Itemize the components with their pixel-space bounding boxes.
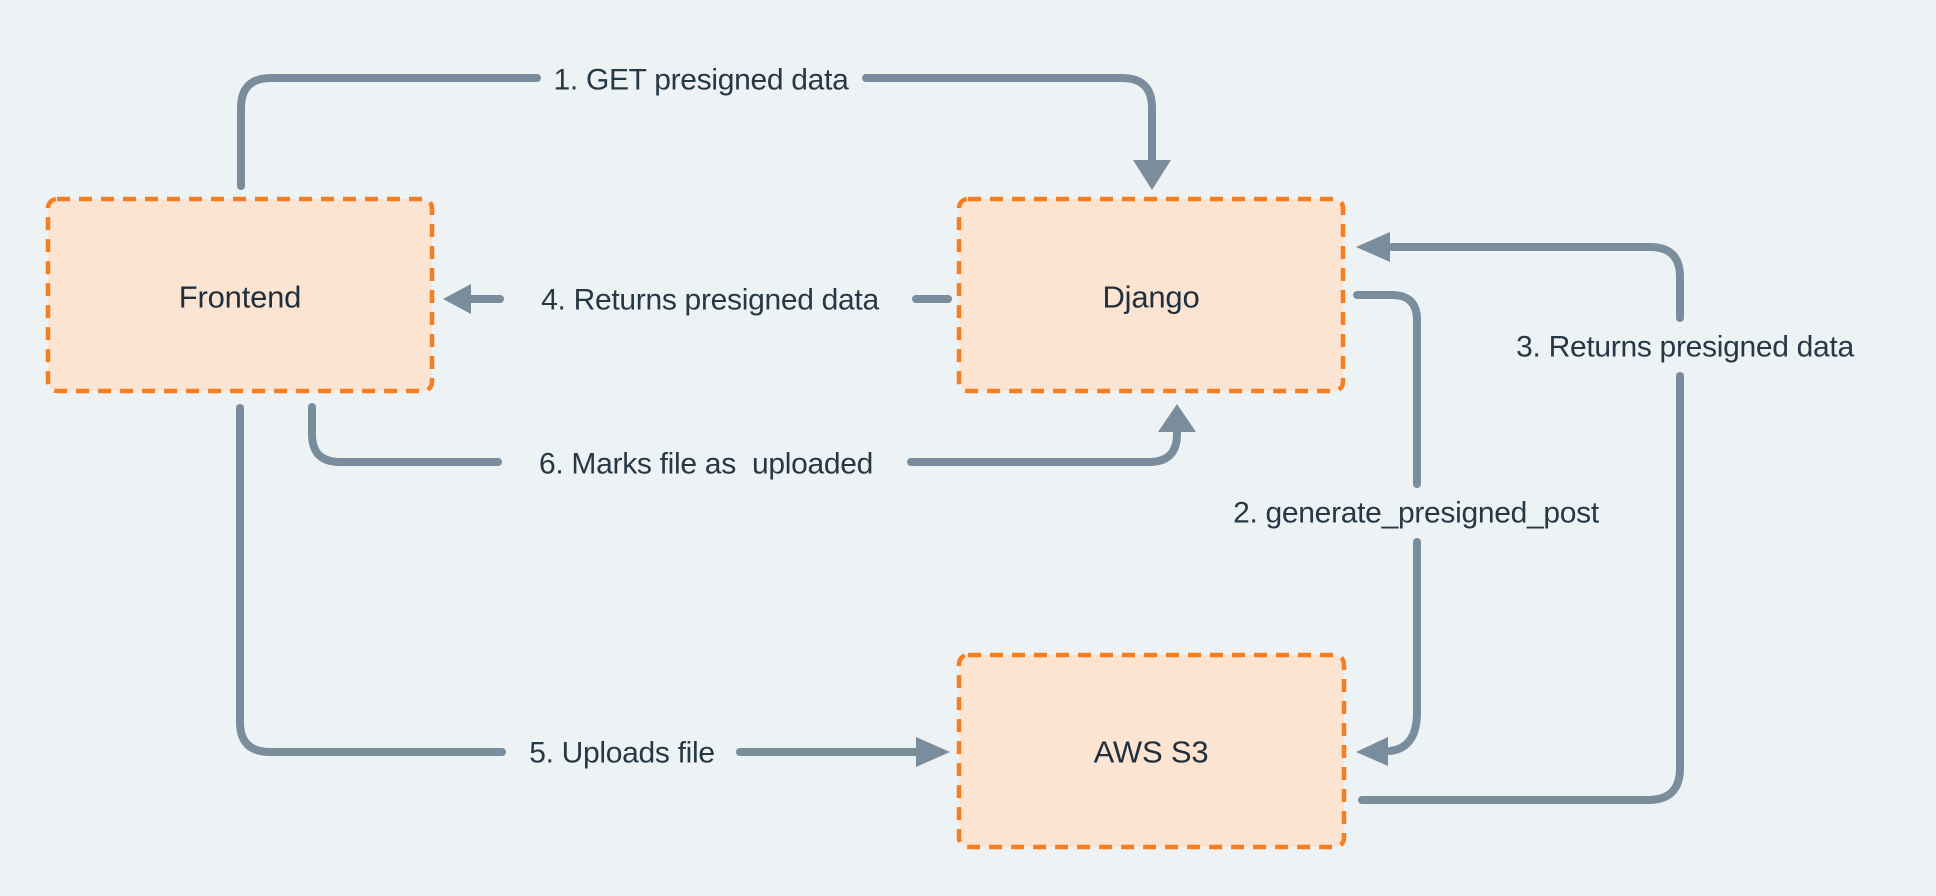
- edge-6-label: 6. Marks file as uploaded: [539, 448, 873, 481]
- node-django-box: [956, 196, 1346, 394]
- edge-5-label: 5. Uploads file: [529, 737, 715, 770]
- edge-4-label: 4. Returns presigned data: [541, 284, 879, 317]
- edge-3-segment: [1388, 243, 1684, 322]
- arrowhead-left-icon: [1356, 737, 1388, 766]
- node-aws-s3-box: [956, 652, 1347, 850]
- edge-get-presigned-data: 1. GET presigned data: [237, 64, 1171, 190]
- edge-3-label: 3. Returns presigned data: [1516, 331, 1854, 364]
- node-aws-s3-label: AWS S3: [1094, 735, 1209, 770]
- edge-5-segment: [236, 404, 506, 756]
- node-django: Django: [956, 196, 1346, 394]
- edge-2-label: 2. generate_presigned_post: [1233, 497, 1600, 530]
- edge-1-segment: [862, 74, 1156, 164]
- edge-6-segment: [907, 428, 1181, 466]
- edge-2-segment: [1353, 291, 1421, 488]
- arrowhead-up-icon: [1158, 404, 1196, 432]
- arrowhead-down-icon: [1133, 160, 1171, 190]
- edge-1-segment: [237, 74, 541, 190]
- arrowhead-left-icon: [1356, 232, 1390, 262]
- node-django-label: Django: [1102, 280, 1199, 315]
- edge-uploads-file: 5. Uploads file: [236, 404, 950, 770]
- arrowhead-right-icon: [916, 737, 950, 767]
- edge-returns-presigned-data-to-django: 3. Returns presigned data: [1356, 232, 1855, 804]
- edge-2-segment: [1386, 538, 1421, 755]
- arrowhead-left-icon: [443, 284, 471, 314]
- edge-generate-presigned-post: 2. generate_presigned_post: [1233, 291, 1600, 766]
- node-frontend: Frontend: [45, 196, 435, 394]
- edge-1-label: 1. GET presigned data: [553, 64, 849, 97]
- node-frontend-label: Frontend: [179, 280, 301, 315]
- edge-returns-presigned-data-to-frontend: 4. Returns presigned data: [443, 284, 952, 317]
- edge-marks-file-uploaded: 6. Marks file as uploaded: [308, 403, 1196, 481]
- edge-6-segment: [308, 403, 502, 466]
- edge-3-segment: [1358, 372, 1684, 804]
- node-frontend-box: [45, 196, 435, 394]
- node-aws-s3: AWS S3: [956, 652, 1347, 850]
